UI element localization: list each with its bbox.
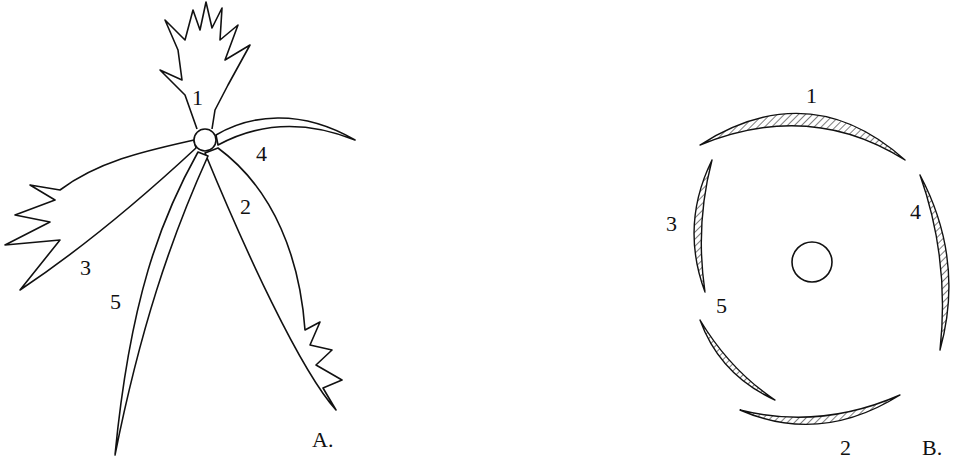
callout-number: 3 [80, 256, 91, 280]
callout-number: 1 [806, 84, 817, 108]
callout-number: 4 [910, 200, 921, 224]
hatched-arc-4 [920, 175, 949, 350]
hatched-arc-2 [740, 395, 900, 424]
hatched-arc-5 [700, 320, 775, 400]
central-disc [792, 242, 832, 282]
hatched-arc-1 [700, 113, 905, 160]
callout-number: 3 [666, 212, 677, 236]
fin-ray-4 [216, 118, 355, 145]
figure-letter: B. [922, 436, 942, 460]
fin-ray-1 [160, 2, 250, 129]
fin-ray-2 [205, 148, 342, 410]
callout-number: 2 [840, 436, 851, 460]
callout-number: 1 [192, 86, 203, 110]
callout-number: 4 [256, 142, 267, 166]
hatched-arc-3 [694, 160, 712, 292]
callout-number: 5 [716, 294, 727, 318]
callout-number: 5 [110, 290, 121, 314]
figure-letter: A. [312, 428, 333, 452]
callout-number: 2 [240, 195, 251, 219]
fin-ray-5 [115, 152, 208, 455]
central-disc [194, 129, 216, 151]
